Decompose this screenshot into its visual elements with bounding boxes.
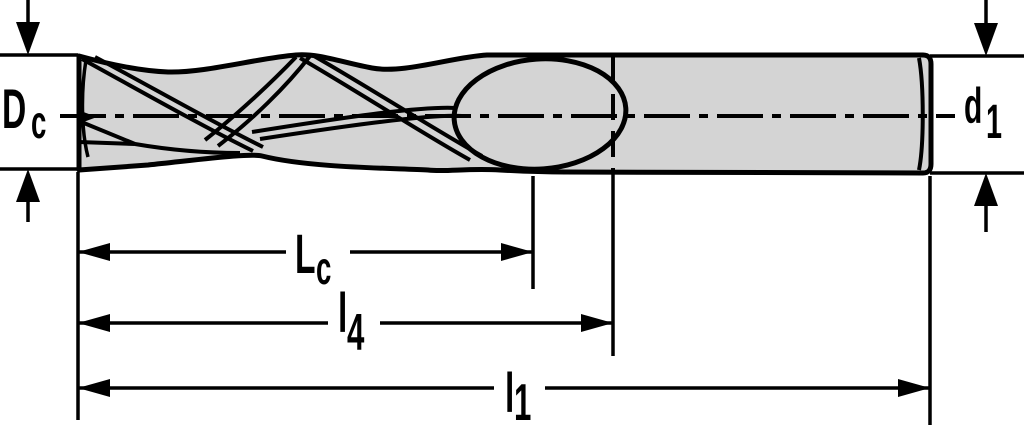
dimension-overall-length: l 1 [78,361,930,432]
flute-edge-line [81,57,254,153]
arrowhead-left-icon [78,379,110,397]
label-cutting-length-sub: c [316,244,331,295]
label-shank-diameter-sub: 1 [986,96,1002,149]
dimension-cutting-diameter: D c [0,0,78,222]
arrowhead-up-icon [16,169,40,202]
flute-edge-line [313,54,483,158]
label-cutting-diameter-sub: c [31,98,46,149]
flute-edge-line [203,55,298,142]
tool-body-group [60,52,955,176]
dimension-cutting-length: L c [78,222,533,295]
tip-gash-line [134,142,241,155]
flute-runout-ellipse [451,56,629,172]
label-flute-length-main: l [338,281,347,344]
arrowhead-down-icon [16,22,40,55]
arrowhead-right-icon [501,243,533,261]
dimension-shank-diameter: d 1 [930,0,1024,232]
label-cutting-diameter-main: D [2,77,26,140]
dimension-flute-length: l 4 [78,281,613,362]
arrowhead-left-icon [78,314,110,332]
label-overall-length-main: l [505,361,514,424]
label-shank-diameter-main: d [964,78,982,134]
tool-body-silhouette [76,52,934,176]
label-overall-length-sub: 1 [514,374,531,432]
tip-gash-line [78,119,136,146]
extension-lines [76,172,932,425]
label-cutting-length-main: L [295,222,316,285]
tip-gash-line [78,140,136,146]
arrowhead-left-icon [78,243,110,261]
tip-face-inner-line [80,59,90,158]
flute-edge-line [94,55,264,149]
arrowhead-right-icon [581,314,613,332]
arrowhead-right-icon [898,379,930,397]
flute-edge-line [216,54,312,148]
arrowhead-down-icon [974,23,998,56]
label-flute-length-sub: 4 [347,304,364,362]
arrowhead-up-icon [974,173,998,206]
